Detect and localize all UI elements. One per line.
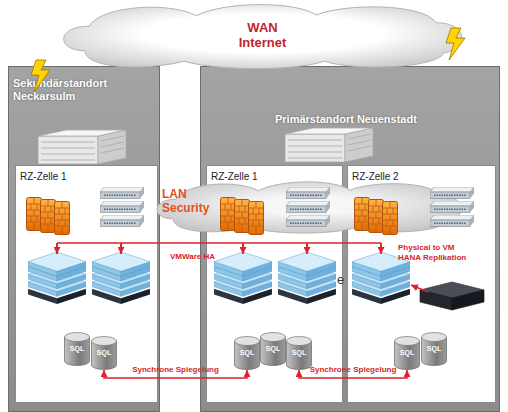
database-label: SQL	[286, 349, 312, 357]
ha-arrow	[56, 243, 58, 254]
cell-name: RZ-Zelle 2	[352, 171, 399, 183]
ha-arrow	[380, 243, 382, 254]
vmware-ha-lines	[57, 243, 381, 254]
switch-icon	[286, 215, 330, 227]
server-stack	[278, 252, 336, 304]
cylinder-top	[422, 333, 447, 342]
database-cylinder: SQL	[64, 332, 90, 366]
cloud-shape	[64, 5, 462, 69]
database-cylinder: SQL	[91, 336, 117, 370]
connector-label: Synchrone Spiegelung	[310, 365, 397, 374]
firewall-icon	[355, 198, 370, 231]
database-label: SQL	[64, 345, 90, 353]
lan-security-band: LAN Security	[150, 178, 468, 236]
annotation-label: Physical to VM HANA Replikation	[398, 243, 476, 262]
cylinder-top	[287, 337, 312, 346]
switch-icon	[100, 215, 144, 227]
switch-icon	[430, 201, 474, 213]
site-name: Sekundärstandort Neckarsulm	[13, 77, 153, 102]
cylinder-top	[92, 337, 117, 346]
server-stack	[352, 252, 410, 304]
server-stack	[214, 252, 272, 304]
firewall-icon	[369, 200, 384, 233]
connector-label: Synchrone Spiegelung	[132, 365, 219, 374]
lightning-bolt	[446, 28, 465, 60]
wan-cloud: WAN Internet	[55, 0, 470, 72]
replication-arrow	[411, 285, 428, 292]
site-name: Primärstandort Neuenstadt	[275, 113, 485, 126]
ha-arrow	[120, 243, 122, 254]
ha-arrow	[242, 243, 244, 254]
cloud-label: WAN Internet	[233, 21, 293, 51]
cell-name: RZ-Zelle 1	[20, 171, 67, 183]
firewall-icon	[55, 202, 70, 235]
switch-icon	[430, 187, 474, 199]
server-stack	[92, 252, 150, 304]
firewall-icon	[221, 198, 236, 231]
ha-arrow	[306, 243, 308, 254]
database-label: SQL	[260, 345, 286, 353]
switch-icon	[430, 215, 474, 227]
switch-icon	[286, 201, 330, 213]
firewall-icon	[27, 198, 42, 231]
database-cylinder: SQL	[394, 336, 420, 370]
building-icon	[38, 130, 126, 164]
band-label: LAN Security	[162, 188, 218, 216]
database-cylinder: SQL	[234, 336, 260, 370]
cylinder-top	[395, 337, 420, 346]
annotation-label: e	[337, 272, 351, 288]
firewall-icon	[41, 200, 56, 233]
physical-server	[420, 282, 484, 310]
site-panel: Primärstandort NeuenstadtRZ-Zelle 1SQLSQ…	[200, 66, 500, 412]
band-shape	[157, 182, 462, 233]
cylinder-top	[261, 333, 286, 342]
firewall-icon	[249, 202, 264, 235]
database-cylinder: SQL	[260, 332, 286, 366]
firewall-icon	[383, 202, 398, 235]
annotation-label: VMWare HA	[170, 252, 250, 262]
lightning-bolt	[31, 60, 50, 92]
mirror-connector	[299, 370, 407, 378]
server-stack	[28, 252, 86, 304]
database-label: SQL	[91, 349, 117, 357]
cylinder-top	[65, 333, 90, 342]
database-cylinder: SQL	[421, 332, 447, 366]
firewall-icon	[235, 200, 250, 233]
switch-icon	[100, 201, 144, 213]
database-cylinder: SQL	[286, 336, 312, 370]
datacenter-cell: RZ-Zelle 1 SQLSQL	[15, 165, 158, 403]
cylinder-top	[235, 337, 260, 346]
switch-icon	[286, 187, 330, 199]
site-panel: Sekundärstandort NeckarsulmRZ-Zelle 1 SQL…	[8, 66, 160, 412]
database-label: SQL	[234, 349, 260, 357]
building-icon	[285, 128, 373, 162]
switch-icon	[100, 187, 144, 199]
mirror-connector	[104, 370, 247, 378]
database-label: SQL	[394, 349, 420, 357]
database-label: SQL	[421, 345, 447, 353]
cell-name: RZ-Zelle 1	[211, 171, 258, 183]
